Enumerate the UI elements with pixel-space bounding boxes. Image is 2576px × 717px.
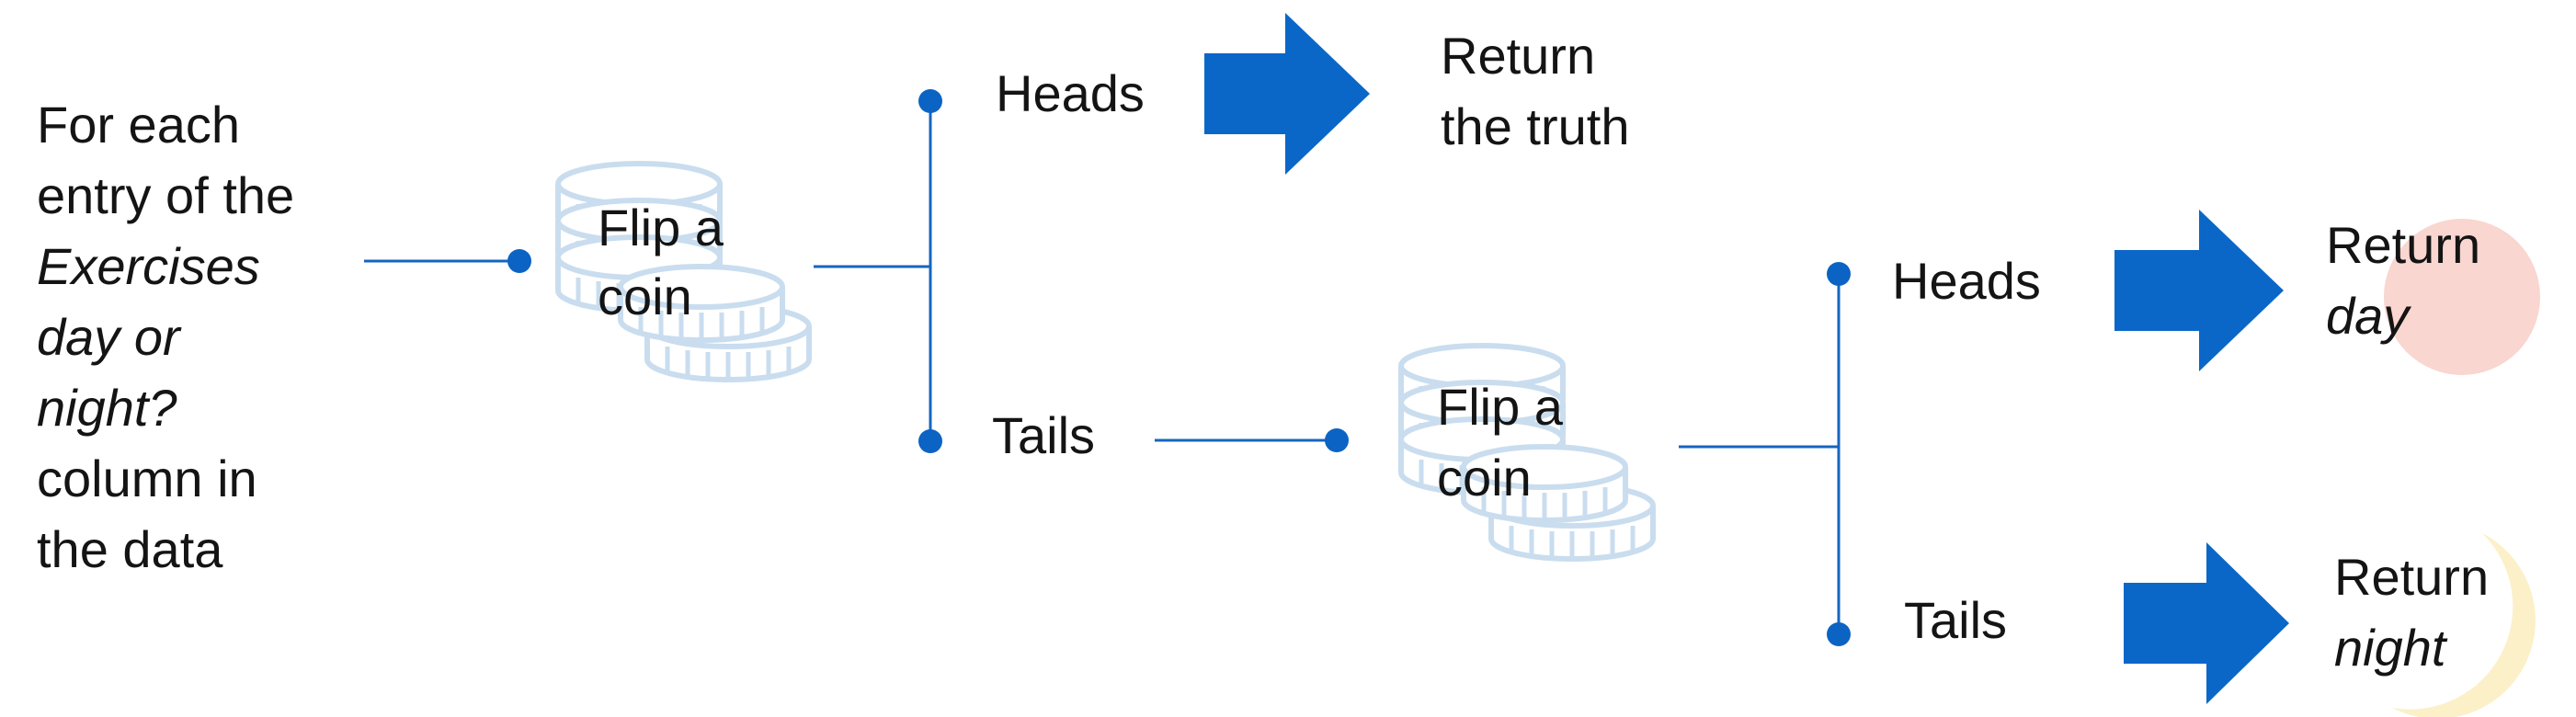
- intro-line-1: For each: [37, 96, 240, 154]
- flip1-line-2: coin: [598, 267, 692, 325]
- right-arrow-icon-2: [2114, 210, 2284, 371]
- intro-line-5: night?: [37, 379, 177, 437]
- heads2-dot: [1827, 262, 1851, 286]
- intro-line-7: the data: [37, 520, 223, 578]
- intro-dot: [507, 249, 531, 273]
- intro-line-2: entry of the: [37, 166, 295, 224]
- tails2-label: Tails: [1904, 591, 2008, 649]
- intro-line-4: day or: [37, 308, 180, 366]
- tails2-result-line-2: night: [2334, 619, 2446, 677]
- tails2-dot: [1827, 622, 1851, 646]
- heads2-label: Heads: [1892, 252, 2041, 310]
- intro-line-3: Exercises: [37, 237, 260, 295]
- tails2-result-line-1: Return: [2334, 548, 2490, 606]
- flip2-line-1: Flip a: [1437, 378, 1563, 436]
- tails1-label: Tails: [992, 406, 1096, 464]
- day-circle-icon: [2384, 219, 2540, 375]
- crescent-moon-icon: [2392, 533, 2536, 717]
- intro-line-6: column in: [37, 450, 257, 507]
- right-arrow-icon: [1204, 13, 1370, 175]
- heads1-label: Heads: [996, 64, 1145, 122]
- flip1-line-1: Flip a: [598, 199, 724, 256]
- flip2-dot: [1325, 428, 1349, 452]
- flip2-line-2: coin: [1437, 449, 1532, 506]
- right-arrow-icon-3: [2124, 542, 2289, 704]
- heads2-result-line-2: day: [2326, 287, 2410, 345]
- heads1-result-line-1: Return: [1441, 27, 1596, 85]
- heads2-result-line-1: Return: [2326, 216, 2481, 274]
- heads1-result-line-2: the truth: [1441, 97, 1630, 155]
- tails1-dot: [918, 429, 942, 453]
- heads1-dot: [918, 89, 942, 113]
